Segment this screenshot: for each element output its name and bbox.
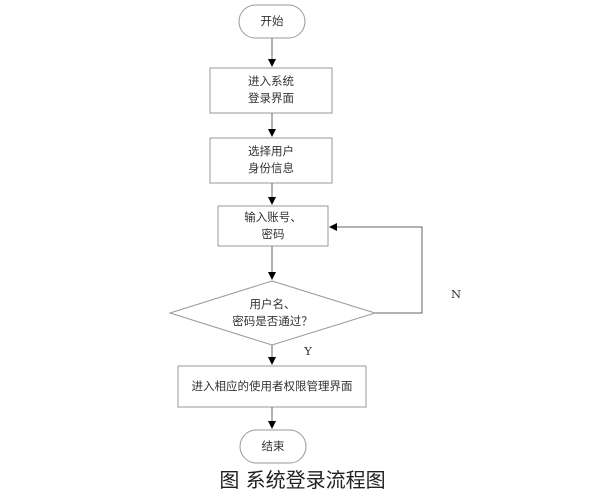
line: 用户名、 (249, 297, 296, 311)
enter-login-label: 进入系统登录界面 (210, 73, 332, 107)
input-box (217, 205, 329, 247)
select-identity-label: 选择用户身份信息 (210, 143, 332, 177)
end-terminal (239, 429, 307, 464)
line: 密码是否通过？ (232, 314, 313, 328)
decision-label: 用户名、密码是否通过？ (170, 296, 375, 330)
line: 输入账号、 (244, 210, 302, 224)
input-label: 输入账号、密码 (218, 209, 328, 243)
line: 进入系统 (248, 74, 294, 88)
line: 登录界面 (248, 91, 294, 105)
no-label: N (450, 287, 462, 301)
manage-label: 进入相应的使用者权限管理界面 (191, 379, 353, 393)
line: 选择用户 (248, 144, 294, 158)
flowchart-shapes (168, 4, 423, 464)
connectors (268, 38, 423, 429)
yes-label: Y (304, 344, 312, 358)
line: 身份信息 (248, 161, 294, 175)
end-label: 结束 (261, 439, 285, 453)
figure-caption: 图 系统登录流程图 (219, 468, 386, 492)
enter-login-box (209, 67, 333, 114)
start-label: 开始 (260, 14, 284, 28)
line: 密码 (261, 227, 285, 241)
select-identity-box (209, 137, 333, 184)
